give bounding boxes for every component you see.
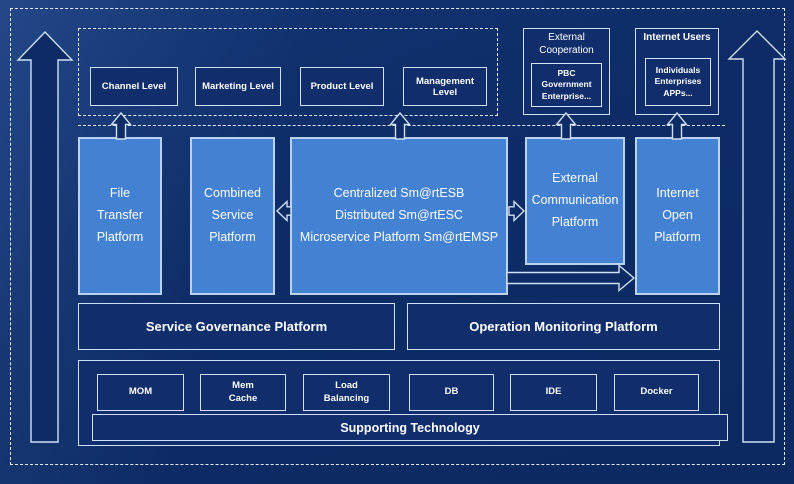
platform-box-external-communication: External Communication Platform xyxy=(525,137,625,265)
levels-dashed-container xyxy=(78,28,498,116)
tech-label: MOM xyxy=(128,386,153,398)
platform-label: External Communication Platform xyxy=(531,171,619,229)
tech-label: Mem Cache xyxy=(228,379,258,404)
supporting-technology-label: Supporting Technology xyxy=(340,420,480,435)
platform-box-file-transfer: File Transfer Platform xyxy=(78,137,162,295)
tech-box-mom: MOM xyxy=(97,374,184,411)
tech-box-ide: IDE xyxy=(510,374,597,411)
tech-label: IDE xyxy=(545,386,562,398)
tech-label: DB xyxy=(444,386,459,398)
tech-box-docker: Docker xyxy=(614,374,699,411)
layer-separator-dashed-line xyxy=(78,125,725,126)
paas-rail-label: PAAS xyxy=(750,216,766,255)
operation-monitoring-label: Operation Monitoring Platform xyxy=(469,319,658,334)
level-box-channel: Channel Level xyxy=(90,67,178,106)
tech-box-load-balancing: Load Balancing xyxy=(303,374,390,411)
service-governance-label: Service Governance Platform xyxy=(145,319,328,334)
tech-box-mem-cache: Mem Cache xyxy=(200,374,286,411)
level-label: Channel Level xyxy=(101,81,167,92)
external-cooperation-members: PBC Government Enterprise... xyxy=(541,68,592,101)
platform-box-esb: Centralized Sm@rtESB Distributed Sm@rtES… xyxy=(290,137,508,295)
internet-users-members: Individuals Enterprises APPs... xyxy=(654,65,702,98)
tech-label: Docker xyxy=(640,386,673,398)
internet-users-box: Internet Users Individuals Enterprises A… xyxy=(635,28,719,115)
level-label: Management Level xyxy=(415,75,475,98)
platform-box-internet-open: Internet Open Platform xyxy=(635,137,720,295)
external-cooperation-title: External Cooperation xyxy=(539,32,594,56)
level-label: Marketing Level xyxy=(202,81,274,92)
service-governance-platform-box: Service Governance Platform xyxy=(78,303,395,350)
operation-monitoring-platform-box: Operation Monitoring Platform xyxy=(407,303,720,350)
platform-label: Internet Open Platform xyxy=(654,186,701,244)
level-label: Product Level xyxy=(310,81,374,92)
platform-label: Centralized Sm@rtESB Distributed Sm@rtES… xyxy=(299,186,499,244)
external-cooperation-members-box: PBC Government Enterprise... xyxy=(531,63,602,107)
level-box-product: Product Level xyxy=(300,67,384,106)
internet-users-members-box: Individuals Enterprises APPs... xyxy=(645,58,711,106)
tech-box-db: DB xyxy=(409,374,494,411)
platform-label: File Transfer Platform xyxy=(96,186,144,244)
external-cooperation-box: External Cooperation PBC Government Ente… xyxy=(523,28,610,115)
level-box-marketing: Marketing Level xyxy=(195,67,281,106)
tech-label: Load Balancing xyxy=(323,379,370,404)
platform-label: Combined Service Platform xyxy=(204,186,261,244)
level-box-management: Management Level xyxy=(403,67,487,106)
devops-rail-label: DevOps xyxy=(37,211,53,264)
platform-box-combined-service: Combined Service Platform xyxy=(190,137,275,295)
internet-users-title: Internet Users xyxy=(643,32,711,43)
supporting-technology-bar: Supporting Technology xyxy=(92,414,728,441)
